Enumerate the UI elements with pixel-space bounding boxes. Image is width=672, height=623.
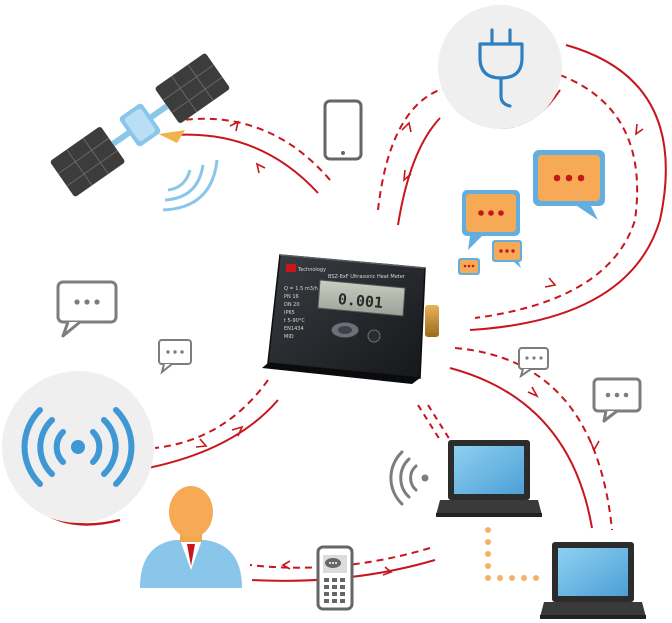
- meter-spec-line: MID: [284, 334, 294, 340]
- arrow-satellite-to-meter: [174, 133, 319, 194]
- meter-spec-line: IP65: [284, 310, 295, 316]
- meter-spec-line: Q = 1.5 m3/h: [284, 286, 318, 292]
- arrow-plug-to-meter: [397, 117, 441, 226]
- mobile-phone-icon: [316, 545, 354, 611]
- arrow-meter-to-plug: [377, 87, 446, 211]
- gray-chat-bubble-left-large: [56, 280, 118, 338]
- meter-spec-lines: Q = 1.5 m3/h PN 16 DN 20 IP65 t 5-90°C EN1434…: [284, 286, 318, 340]
- meter-spec-line: EN1434: [284, 326, 304, 332]
- chat-bubble-medium: [462, 190, 520, 250]
- meter-spec-line: t 5-90°C: [284, 318, 305, 324]
- smartphone-icon: [323, 99, 363, 161]
- arrow-plug-loop-outer: [469, 44, 667, 331]
- power-plug-circle: [438, 5, 562, 129]
- satellite-signal-waves: [162, 159, 219, 212]
- satellite-icon: [50, 53, 230, 197]
- user-icon: [140, 486, 242, 588]
- arrow-meter-to-satellite: [181, 117, 331, 181]
- arrow-meter-to-right-laptop: [454, 347, 613, 531]
- laptop-link: [485, 527, 539, 581]
- laptop-icon-secondary: [540, 542, 646, 619]
- arrow-antenna-to-meter: [147, 399, 279, 469]
- arrow-right-laptop-to-meter: [449, 367, 593, 529]
- meter-model: BSZ-8xF Ultrasonic Heat Meter: [328, 274, 406, 280]
- connection-arrows: [29, 44, 667, 582]
- meter-display-value: 0.001: [337, 290, 384, 312]
- gray-chat-bubble-left-small: [158, 339, 192, 375]
- laptop-icon: [436, 440, 542, 517]
- chat-bubble-small: [492, 240, 522, 268]
- arrow-meter-to-laptop: [417, 404, 441, 441]
- meter-lcd: [317, 279, 406, 317]
- wireless-signal-icon: [21, 407, 135, 487]
- arrow-laptop-to-person: [249, 547, 431, 569]
- power-plug-icon: [478, 28, 524, 108]
- chat-bubbles-icon: [458, 150, 605, 275]
- meter-button: [367, 329, 381, 343]
- chat-bubble-large: [533, 150, 605, 220]
- meter-spec-line: DN 20: [284, 302, 300, 308]
- gray-chat-bubble-right-large: [592, 377, 642, 423]
- arrow-meter-to-antenna: [154, 379, 269, 449]
- chat-bubble-tiny: [458, 258, 480, 275]
- arrow-plug-loop-inner: [474, 74, 639, 319]
- meter-spec-line: PN 16: [284, 294, 299, 300]
- wifi-signal-icon: [389, 450, 429, 506]
- gray-chat-bubble-right-small: [518, 347, 549, 379]
- ultrasonic-heat-meter: Technology BSZ-8xF Ultrasonic Heat Meter…: [262, 254, 439, 384]
- meter-brand-logo: [286, 264, 296, 272]
- meter-brand: Technology: [297, 267, 326, 273]
